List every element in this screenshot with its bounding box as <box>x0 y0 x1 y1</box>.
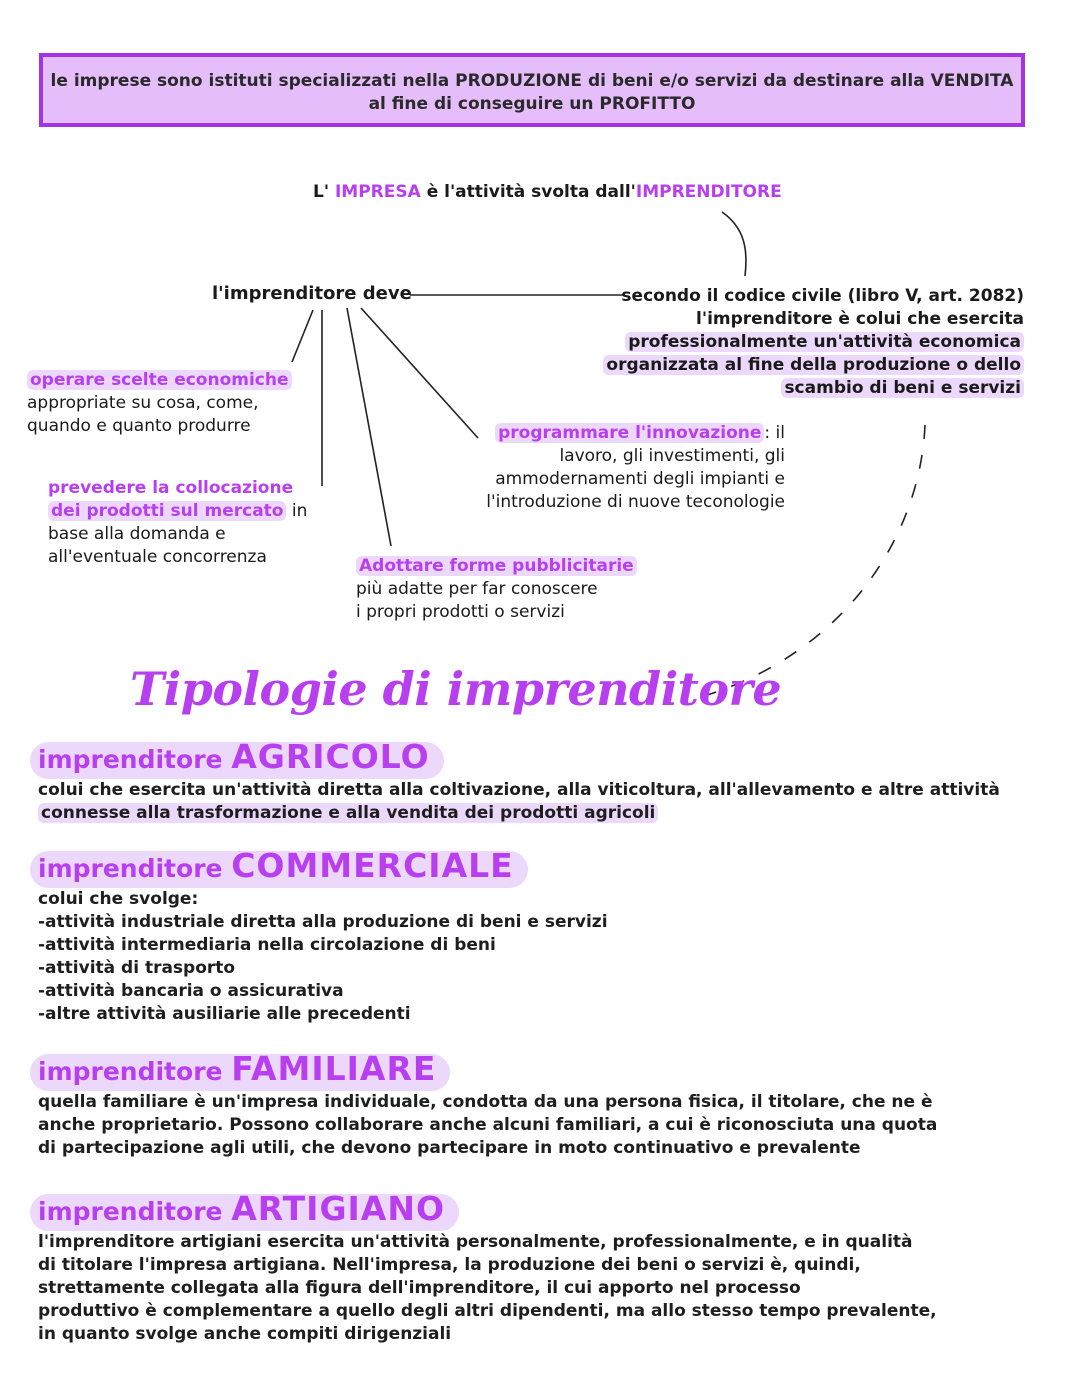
connector-branch-3 <box>346 307 392 547</box>
entrepreneur-type: ARTIGIANO <box>231 1189 446 1228</box>
codice-line-highlight: professionalmente un'attività economica <box>625 332 1024 352</box>
imprenditore-deve-label: l'imprenditore deve <box>212 283 412 304</box>
body-line: in quanto svolge anche compiti dirigenzi… <box>38 1324 452 1344</box>
branch-inline: in <box>286 501 308 521</box>
body-line: anche proprietario. Possono collaborare … <box>38 1115 938 1135</box>
codice-line: professionalmente un'attività economica <box>603 331 1024 354</box>
entrepreneur-body-artigiano: l'imprenditore artigiani esercita un'att… <box>38 1231 937 1346</box>
entrepreneur-title-commerciale: imprenditore COMMERCIALE <box>30 846 528 888</box>
codice-line-highlight: scambio di beni e servizi <box>781 378 1024 398</box>
branch-text: appropriate su cosa, come, <box>27 393 259 413</box>
entrepreneur-type: FAMILIARE <box>231 1049 437 1088</box>
body-line: strettamente collegata alla figura dell'… <box>38 1278 801 1298</box>
branch-text: lavoro, gli investimenti, gli <box>559 446 785 466</box>
impresa-prefix: L' <box>313 182 335 202</box>
body-line: colui che svolge: <box>38 889 199 909</box>
entrepreneur-body-commerciale: colui che svolge: -attività industriale … <box>38 888 608 1026</box>
entrepreneur-type: COMMERCIALE <box>231 846 514 885</box>
body-line: l'imprenditore artigiani esercita un'att… <box>38 1232 913 1252</box>
body-line: -attività di trasporto <box>38 958 236 978</box>
branch-innovazione: programmare l'innovazione: il lavoro, gl… <box>430 422 785 514</box>
codice-line: secondo il codice civile (libro V, art. … <box>621 286 1024 306</box>
branch-highlight: Adottare forme pubblicitarie <box>356 556 637 576</box>
codice-line-highlight: organizzata al fine della produzione o d… <box>603 355 1024 375</box>
entrepreneur-prefix: imprenditore <box>38 1057 232 1086</box>
connector-branch-1 <box>291 309 314 363</box>
branch-highlight: programmare l'innovazione <box>495 423 765 443</box>
connector-imprenditore-codice <box>721 211 747 277</box>
entrepreneur-title-familiare: imprenditore FAMILIARE <box>30 1049 451 1091</box>
branch-text: all'eventuale concorrenza <box>48 547 267 567</box>
branch-highlight: dei prodotti sul mercato <box>48 501 287 521</box>
entrepreneur-title-artigiano: imprenditore ARTIGIANO <box>30 1189 460 1231</box>
section-title-tipologie: Tipologie di imprenditore <box>130 662 782 716</box>
entrepreneur-type: AGRICOLO <box>231 737 430 776</box>
intro-definition-box: le imprese sono istituti specializzati n… <box>39 53 1025 127</box>
branch-highlight: operare scelte economiche <box>27 370 292 390</box>
entrepreneur-prefix: imprenditore <box>38 1197 232 1226</box>
impresa-keyword: IMPRESA <box>334 182 421 202</box>
entrepreneur-body-familiare: quella familiare è un'impresa individual… <box>38 1091 937 1160</box>
entrepreneur-title-agricolo: imprenditore AGRICOLO <box>30 737 444 779</box>
branch-forme-pubblicitarie: Adottare forme pubblicitarie più adatte … <box>356 555 666 624</box>
codice-line: organizzata al fine della produzione o d… <box>603 354 1024 377</box>
connector-branch-4 <box>360 307 479 439</box>
entrepreneur-prefix: imprenditore <box>38 745 232 774</box>
branch-highlight: prevedere la collocazione <box>48 478 294 498</box>
impresa-definition: L' IMPRESA è l'attività svolta dall'IMPR… <box>313 182 782 202</box>
intro-line-1: le imprese sono istituti specializzati n… <box>50 71 1014 91</box>
entrepreneur-prefix: imprenditore <box>38 854 232 883</box>
branch-scelte-economiche: operare scelte economiche appropriate su… <box>27 369 327 438</box>
body-line: -attività bancaria o assicurativa <box>38 981 344 1001</box>
connector-dashed-to-tipologie <box>689 424 926 701</box>
body-line: connesse alla trasformazione e alla vend… <box>38 803 659 823</box>
branch-collocazione-prodotti: prevedere la collocazione dei prodotti s… <box>48 477 348 569</box>
body-line: di partecipazione agli utili, che devono… <box>38 1138 861 1158</box>
body-line: -attività industriale diretta alla produ… <box>38 912 608 932</box>
branch-text: quando e quanto produrre <box>27 416 251 436</box>
branch-text: base alla domanda e <box>48 524 226 544</box>
branch-inline: : il <box>764 423 785 443</box>
branch-text: i propri prodotti o servizi <box>356 602 565 622</box>
imprenditore-keyword: IMPRENDITORE <box>635 182 782 202</box>
body-line: di titolare l'impresa artigiana. Nell'im… <box>38 1255 861 1275</box>
body-line: produttivo è complementare a quello degl… <box>38 1301 937 1321</box>
branch-text: più adatte per far conoscere <box>356 579 598 599</box>
branch-text: ammodernamenti degli impianti e <box>495 469 785 489</box>
intro-line-2: al fine di conseguire un PROFITTO <box>368 94 696 114</box>
codice-line: l'imprenditore è colui che esercita <box>696 309 1024 329</box>
impresa-middle: è l'attività svolta dall' <box>420 182 636 202</box>
body-line: colui che esercita un'attività diretta a… <box>38 780 1000 800</box>
codice-line: scambio di beni e servizi <box>603 377 1024 400</box>
branch-text: l'introduzione di nuove teconologie <box>486 492 785 512</box>
codice-civile-definition: secondo il codice civile (libro V, art. … <box>603 285 1024 400</box>
entrepreneur-body-agricolo: colui che esercita un'attività diretta a… <box>38 779 1000 825</box>
body-line: -altre attività ausiliarie alle preceden… <box>38 1004 411 1024</box>
body-line: -attività intermediaria nella circolazio… <box>38 935 496 955</box>
body-line: quella familiare è un'impresa individual… <box>38 1092 933 1112</box>
